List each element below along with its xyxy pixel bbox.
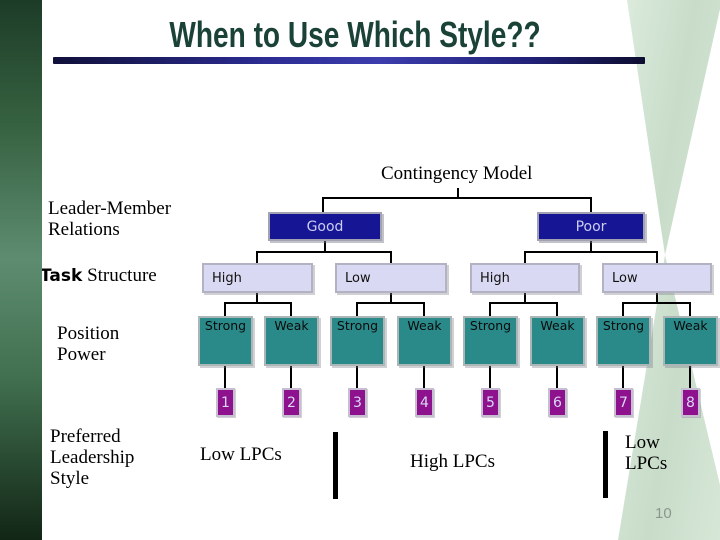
zone-high-lpcs: High LPCs xyxy=(410,451,495,472)
connector-line xyxy=(622,302,691,304)
connector-line xyxy=(224,366,226,388)
connector-line xyxy=(524,251,658,253)
node-low-1: Low xyxy=(335,263,447,293)
connector-line xyxy=(556,302,558,318)
zone-low-lpcs-right: Low LPCs xyxy=(625,432,668,474)
connector-line xyxy=(356,302,425,304)
node-good: Good xyxy=(268,212,382,241)
connector-line xyxy=(224,302,292,304)
page-number: 10 xyxy=(655,505,672,522)
connector-line xyxy=(390,251,392,265)
connector-line xyxy=(324,241,326,253)
diagram-heading: Contingency Model xyxy=(381,163,533,184)
connector-line xyxy=(689,366,691,388)
connector-line xyxy=(489,302,491,318)
octant-5: 5 xyxy=(481,388,500,417)
connector-line xyxy=(356,366,358,388)
octant-8: 8 xyxy=(681,388,700,417)
octant-2: 2 xyxy=(282,388,301,417)
node-strong-3: Strong xyxy=(463,316,518,366)
connector-line xyxy=(656,251,658,265)
connector-line xyxy=(457,188,459,199)
connector-line xyxy=(590,197,592,213)
node-weak-3: Weak xyxy=(530,316,585,366)
node-weak-2: Weak xyxy=(397,316,452,366)
connector-line xyxy=(423,366,425,388)
node-strong-4: Strong xyxy=(596,316,651,366)
octant-3: 3 xyxy=(348,388,367,417)
node-high-2: High xyxy=(470,263,580,293)
task-word: Task xyxy=(40,266,83,286)
connector-line xyxy=(524,293,526,304)
row-label-position-power: Position Power xyxy=(57,323,120,365)
connector-line xyxy=(689,302,691,318)
node-low-2: Low xyxy=(602,263,712,293)
zone-divider-bar xyxy=(603,431,608,498)
connector-line xyxy=(256,293,258,304)
connector-line xyxy=(622,302,624,318)
connector-line xyxy=(390,293,392,304)
octant-6: 6 xyxy=(548,388,567,417)
node-weak-4: Weak xyxy=(663,316,718,366)
connector-line xyxy=(489,366,491,388)
node-strong-1: Strong xyxy=(198,316,253,366)
row-label-preferred-leadership-style: Preferred Leadership Style xyxy=(50,426,135,489)
node-weak-1: Weak xyxy=(264,316,319,366)
connector-line xyxy=(656,293,658,304)
node-strong-2: Strong xyxy=(330,316,385,366)
connector-line xyxy=(290,302,292,318)
zone-divider-bar xyxy=(333,432,338,499)
connector-line xyxy=(590,241,592,253)
connector-line xyxy=(524,251,526,265)
structure-word: Structure xyxy=(82,265,157,286)
connector-line xyxy=(423,302,425,318)
sidebar-green-gradient xyxy=(0,0,42,540)
connector-line xyxy=(356,302,358,318)
zone-low-lpcs-left: Low LPCs xyxy=(200,444,282,465)
connector-line xyxy=(556,366,558,388)
octant-4: 4 xyxy=(415,388,434,417)
connector-line xyxy=(489,302,558,304)
connector-line xyxy=(256,251,258,265)
row-label-leader-member-relations: Leader-Member Relations xyxy=(48,198,172,240)
octant-7: 7 xyxy=(614,388,633,417)
node-high-1: High xyxy=(202,263,313,293)
connector-line xyxy=(224,302,226,318)
connector-line xyxy=(322,197,592,199)
slide-title: When to Use Which Style?? xyxy=(169,14,541,55)
connector-line xyxy=(622,366,624,388)
connector-line xyxy=(322,197,324,213)
title-underline xyxy=(53,57,645,64)
node-poor: Poor xyxy=(537,212,645,241)
connector-line xyxy=(256,251,392,253)
octant-1: 1 xyxy=(216,388,235,417)
connector-line xyxy=(290,366,292,388)
row-label-task-structure: Task Structure xyxy=(40,265,157,287)
